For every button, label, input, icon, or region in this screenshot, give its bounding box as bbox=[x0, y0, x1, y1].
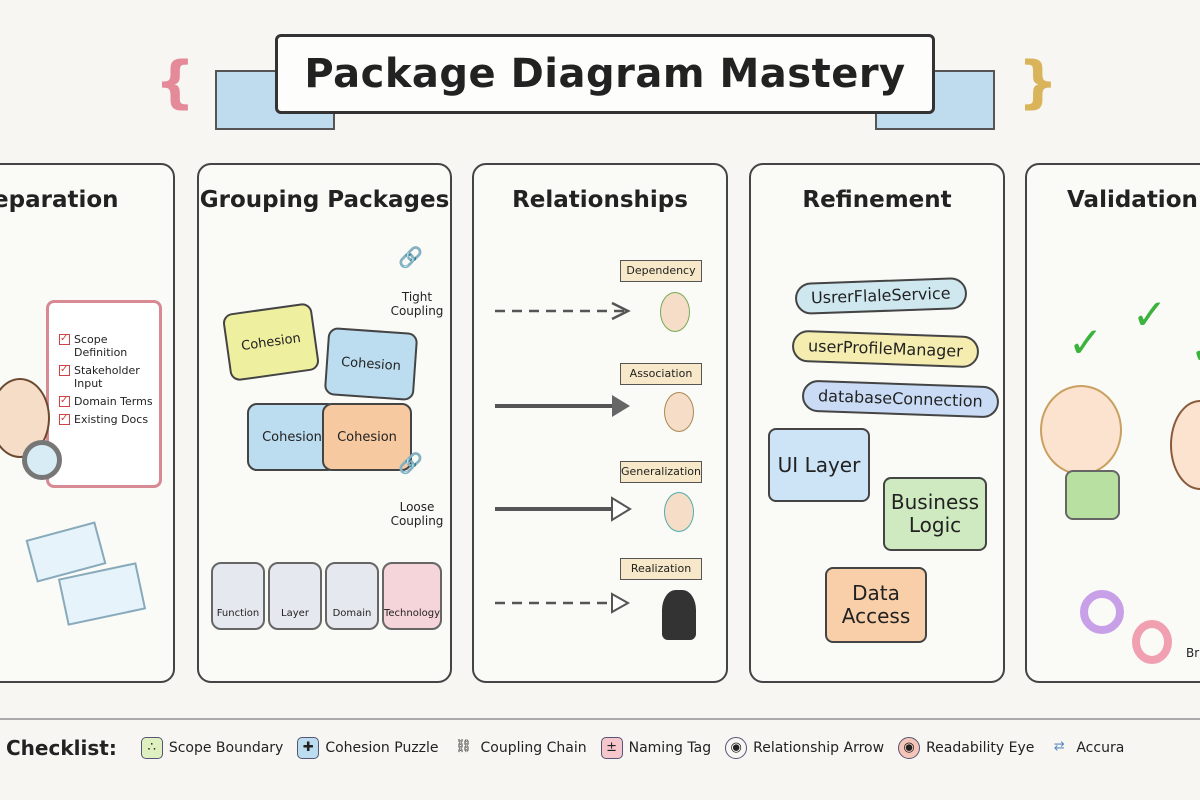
arrows-icon: ⇄ bbox=[1053, 739, 1065, 754]
name-pill: UsrerFlaleService bbox=[794, 277, 968, 315]
page-title: Package Diagram Mastery bbox=[275, 34, 935, 114]
puzzle-piece: Cohesion bbox=[221, 302, 321, 382]
legend-title: Checklist: bbox=[6, 736, 117, 760]
magnifier-icon bbox=[22, 440, 62, 480]
puzzle-icon: ✚ bbox=[297, 737, 320, 759]
check-icon: ✓ bbox=[1068, 318, 1104, 367]
relation-arrows bbox=[495, 301, 632, 614]
dependency-arrow bbox=[495, 301, 631, 321]
generalization-arrow bbox=[495, 496, 632, 522]
brace-right: } bbox=[1018, 50, 1058, 115]
checklist-legend: Checklist: ∴Scope Boundary ✚Cohesion Puz… bbox=[0, 730, 1200, 766]
divider bbox=[0, 718, 1200, 720]
legend-item: ∴Scope Boundary bbox=[140, 737, 283, 759]
brace-left: { bbox=[155, 50, 195, 115]
panel-title: Relationships bbox=[512, 187, 688, 213]
association-arrow bbox=[495, 395, 630, 417]
checklist-item: Scope Definition bbox=[74, 333, 128, 359]
relation-sign: Association bbox=[620, 363, 702, 385]
legend-item: ⛓Coupling Chain bbox=[453, 737, 586, 759]
checkbox-icon: ✓ bbox=[59, 395, 70, 407]
name-pill: databaseConnection bbox=[801, 379, 1000, 419]
chain-icon: 🔗 bbox=[398, 451, 423, 475]
layer-box-business: Business Logic bbox=[883, 477, 987, 551]
checklist-item: Domain Terms bbox=[74, 395, 153, 408]
graduate-character-icon bbox=[662, 590, 696, 640]
name-pill: userProfileManager bbox=[791, 329, 980, 369]
checkbox-icon: ✓ bbox=[59, 364, 70, 376]
panel-title: Grouping Packages bbox=[199, 187, 450, 213]
puzzle-piece: Cohesion bbox=[323, 326, 419, 402]
legend-item: ◉Readability Eye bbox=[898, 737, 1034, 759]
relation-sign: Generalization bbox=[620, 461, 702, 483]
eye-icon: ◉ bbox=[725, 737, 748, 759]
scissors-icon bbox=[1132, 620, 1172, 664]
category-technology: Technology bbox=[382, 562, 442, 630]
tight-coupling-label: Tight Coupling bbox=[390, 290, 444, 318]
category-function: Function bbox=[211, 562, 265, 630]
panel-title: Refinement bbox=[802, 187, 952, 213]
scissors-icon bbox=[1080, 590, 1124, 634]
clipboard-checklist: ✓ Scope Definition ✓ Stakeholder Input ✓ Do… bbox=[46, 300, 162, 488]
relation-sign: Dependency bbox=[620, 260, 702, 282]
legend-item: ✚Cohesion Puzzle bbox=[297, 737, 439, 759]
checkbox-icon: ✓ bbox=[59, 333, 70, 345]
realization-arrow bbox=[495, 592, 631, 614]
legend-item: ±Naming Tag bbox=[600, 737, 711, 759]
character-icon bbox=[664, 392, 694, 432]
panel-title: Validation bbox=[1067, 187, 1198, 213]
checklist-item: Existing Docs bbox=[74, 413, 149, 426]
category-domain: Domain bbox=[325, 562, 379, 630]
loose-coupling-label: Loose Coupling bbox=[390, 500, 444, 528]
check-icon: ✓ bbox=[1132, 290, 1168, 339]
character-shirt bbox=[1065, 470, 1120, 520]
layer-box-ui: UI Layer bbox=[768, 428, 870, 502]
legend-item: ◉Relationship Arrow bbox=[725, 737, 884, 759]
panel-title: Separation bbox=[0, 187, 119, 213]
eye-icon: ◉ bbox=[898, 737, 921, 759]
checklist-item: Stakeholder Input bbox=[74, 364, 140, 390]
tag-icon: ± bbox=[600, 737, 623, 759]
chain-icon: 🔗 bbox=[398, 245, 423, 269]
layer-box-data: Data Access bbox=[825, 567, 927, 643]
check-icon: ✓ bbox=[1190, 325, 1200, 374]
character-icon bbox=[664, 492, 694, 532]
happy-character-icon bbox=[1040, 385, 1122, 475]
chain-icon: ⛓ bbox=[455, 739, 472, 754]
map-icon: ∴ bbox=[140, 737, 163, 759]
category-layer: Layer bbox=[268, 562, 322, 630]
legend-item: ⇄Accura bbox=[1048, 737, 1124, 759]
checkbox-icon: ✓ bbox=[59, 413, 70, 425]
note-text: Br bbox=[1186, 646, 1200, 660]
puzzle-piece: Cohesion bbox=[322, 403, 412, 471]
character-icon bbox=[660, 292, 690, 332]
relation-sign: Realization bbox=[620, 558, 702, 580]
